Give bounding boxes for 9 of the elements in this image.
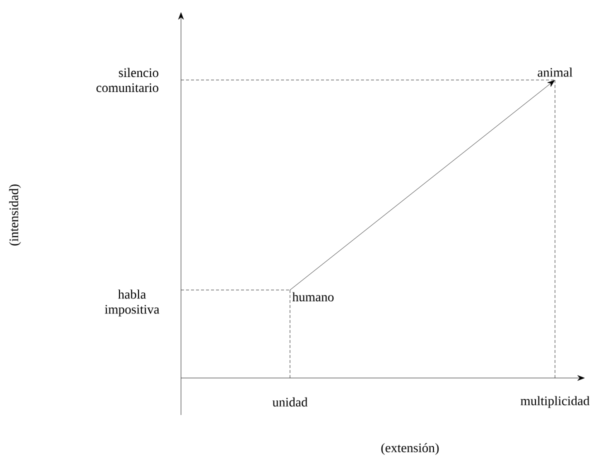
- axis-label: silencio comunitario: [96, 68, 158, 92]
- point-label: animal: [538, 68, 572, 77]
- tick-label: unidad: [272, 397, 308, 407]
- tick-label: multiplicidad: [520, 396, 590, 408]
- axis-title: (intensidad): [9, 184, 21, 246]
- axis-label: habla impositiva: [104, 290, 160, 316]
- axis-title: (extensión): [381, 443, 439, 455]
- arrow: [290, 80, 555, 290]
- point-label: humano: [292, 292, 334, 302]
